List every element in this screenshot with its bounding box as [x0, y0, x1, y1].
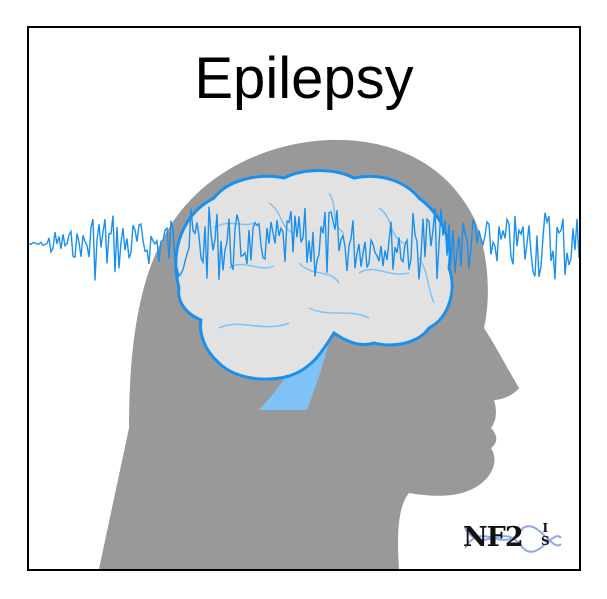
logo-main-text: NF2 — [463, 522, 524, 553]
logo-superscript: I — [542, 521, 549, 535]
page-title: Epilepsy — [194, 46, 414, 111]
illustration-canvas — [29, 139, 579, 569]
illustration-frame: Epilepsy NF2 I S — [27, 26, 581, 571]
logo-subscript: S — [541, 534, 550, 548]
dna-helix-icon — [464, 525, 562, 553]
eeg-wave — [29, 206, 579, 281]
logo-super-sub: I S — [541, 522, 550, 548]
brain-illustration — [174, 169, 454, 381]
nf2is-logo: NF2 I S — [463, 518, 563, 562]
